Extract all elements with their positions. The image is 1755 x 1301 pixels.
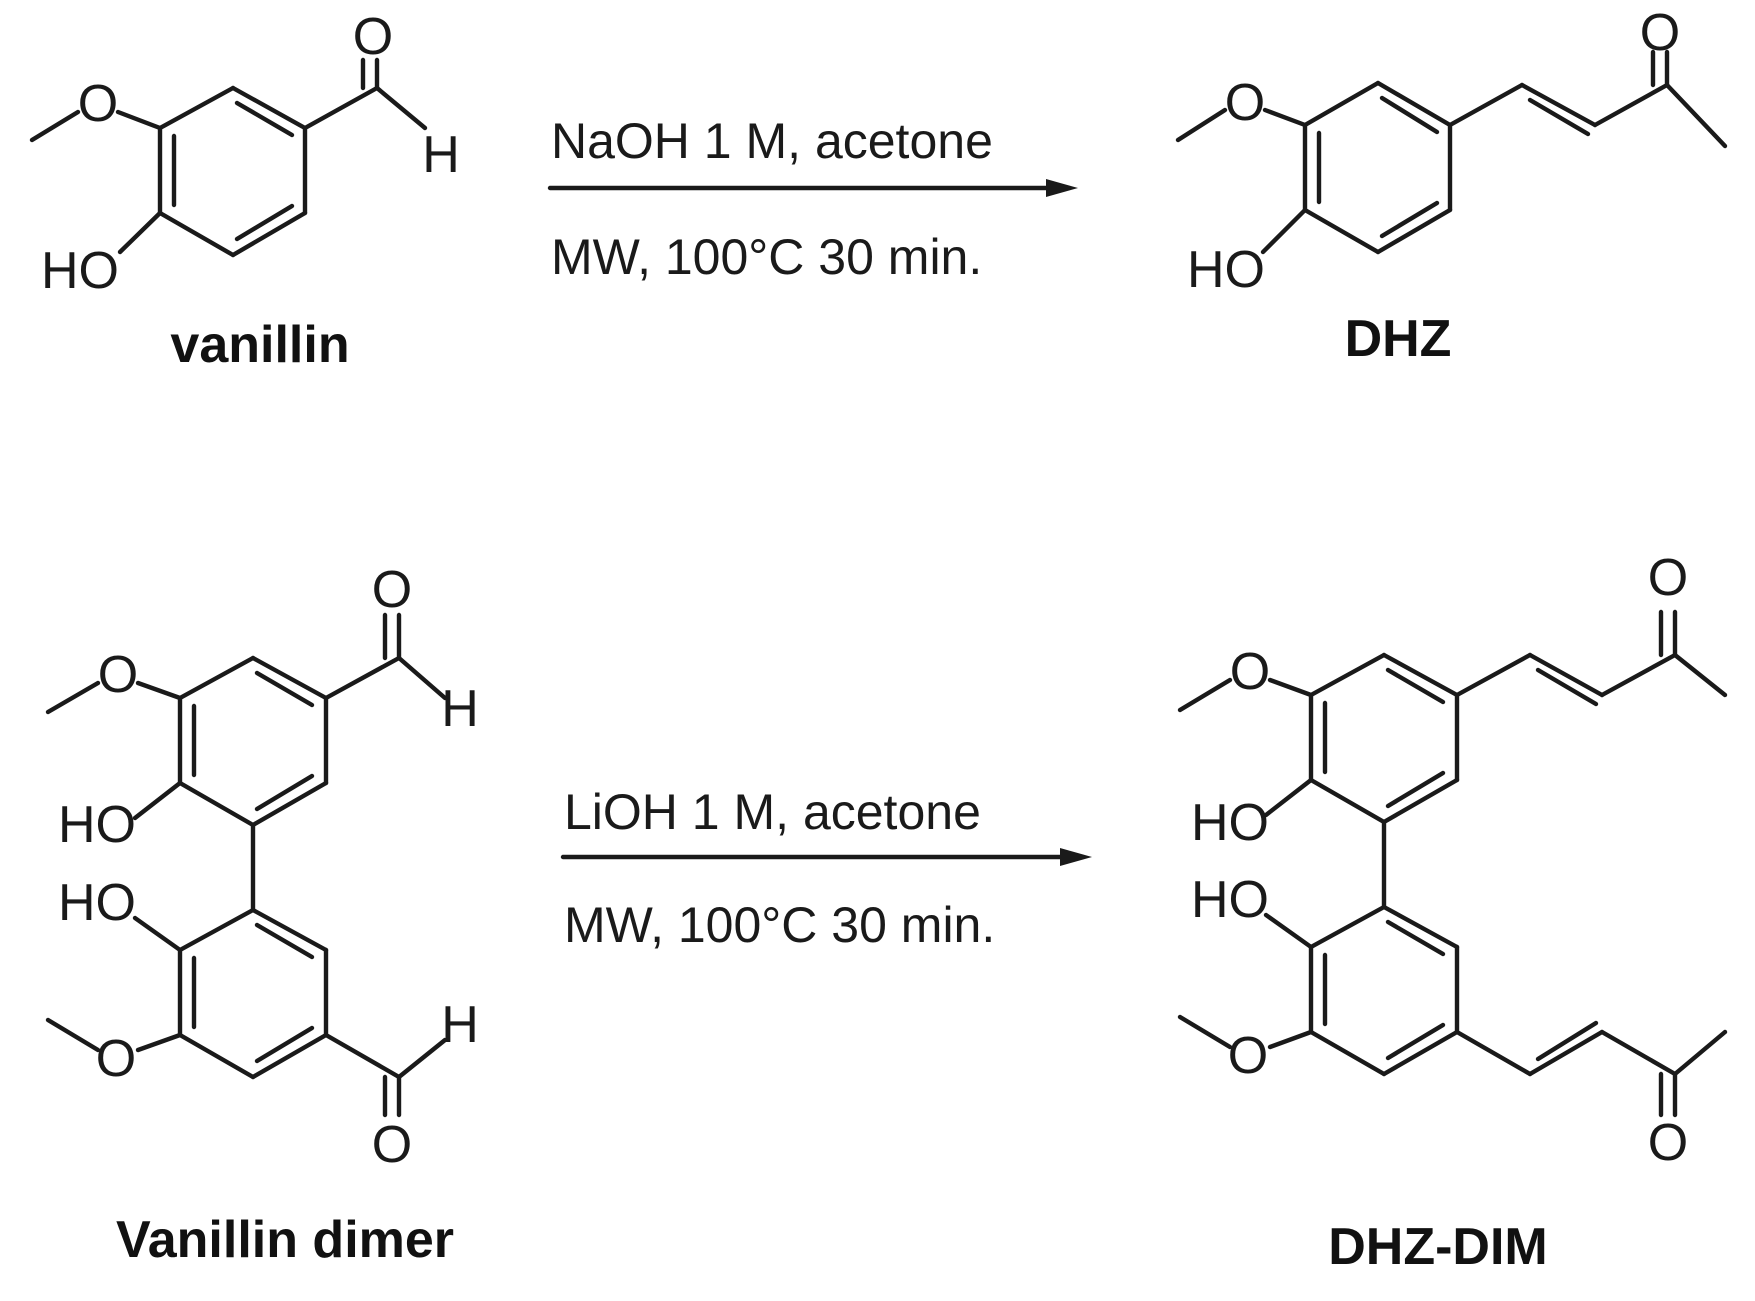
reaction-2-conditions: MW, 100°C 30 min. xyxy=(564,897,995,953)
dimer-top-carbonyl-oxygen: O xyxy=(372,561,412,619)
dhz-dim-top-hydroxyl-label: HO xyxy=(1191,794,1269,852)
vanillin-hydroxyl-label: HO xyxy=(41,242,119,300)
vanillin-dimer-compound-label: Vanillin dimer xyxy=(116,1211,454,1269)
dimer-bottom-methoxy-oxygen: O xyxy=(96,1030,136,1088)
vanillin-structure: O HO O H vanillin xyxy=(29,8,460,374)
dhz-methoxy-oxygen: O xyxy=(1225,74,1265,132)
dhz-dim-top-carbonyl-oxygen: O xyxy=(1648,549,1688,607)
vanillin-carbonyl-oxygen: O xyxy=(353,8,393,66)
dhz-structure: O HO O DHZ xyxy=(1175,4,1728,368)
dhz-dim-bonds xyxy=(1177,609,1728,1118)
vanillin-dimer-structure: O HO O H HO O O H Vanillin dimer xyxy=(45,561,479,1269)
reaction-arrow-2: LiOH 1 M, acetone MW, 100°C 30 min. xyxy=(560,784,1092,953)
dhz-dim-top-methoxy-oxygen: O xyxy=(1230,643,1270,701)
dimer-bottom-hydroxyl-label: HO xyxy=(58,874,136,932)
dhz-carbonyl-oxygen: O xyxy=(1640,4,1680,62)
vanillin-bonds xyxy=(29,57,428,258)
dhz-compound-label: DHZ xyxy=(1345,310,1452,368)
vanillin-aldehyde-hydrogen: H xyxy=(422,126,460,184)
reaction-1-conditions: MW, 100°C 30 min. xyxy=(551,229,982,285)
dhz-hydroxyl-label: HO xyxy=(1187,241,1265,299)
dhz-dim-bottom-carbonyl-oxygen: O xyxy=(1648,1114,1688,1172)
dimer-bottom-carbonyl-oxygen: O xyxy=(372,1116,412,1174)
dimer-top-methoxy-oxygen: O xyxy=(98,646,138,704)
arrowhead-icon xyxy=(1060,848,1092,866)
arrowhead-icon xyxy=(1046,179,1078,197)
dhz-dim-bottom-methoxy-oxygen: O xyxy=(1228,1027,1268,1085)
dimer-bottom-aldehyde-hydrogen: H xyxy=(441,996,479,1054)
reaction-arrow-1: NaOH 1 M, acetone MW, 100°C 30 min. xyxy=(547,113,1078,285)
reaction-2-reagents: LiOH 1 M, acetone xyxy=(564,784,981,840)
reaction-1-reagents: NaOH 1 M, acetone xyxy=(551,113,993,169)
vanillin-methoxy-oxygen: O xyxy=(78,75,118,133)
vanillin-dimer-bonds xyxy=(45,612,448,1118)
dhz-dim-compound-label: DHZ-DIM xyxy=(1328,1218,1548,1276)
dhz-dim-bottom-hydroxyl-label: HO xyxy=(1191,871,1269,929)
vanillin-compound-label: vanillin xyxy=(170,316,349,374)
dimer-top-aldehyde-hydrogen: H xyxy=(441,680,479,738)
dhz-dim-structure: O HO O HO O O DHZ-DIM xyxy=(1177,549,1728,1276)
dimer-top-hydroxyl-label: HO xyxy=(58,796,136,854)
dhz-bonds xyxy=(1175,49,1728,255)
